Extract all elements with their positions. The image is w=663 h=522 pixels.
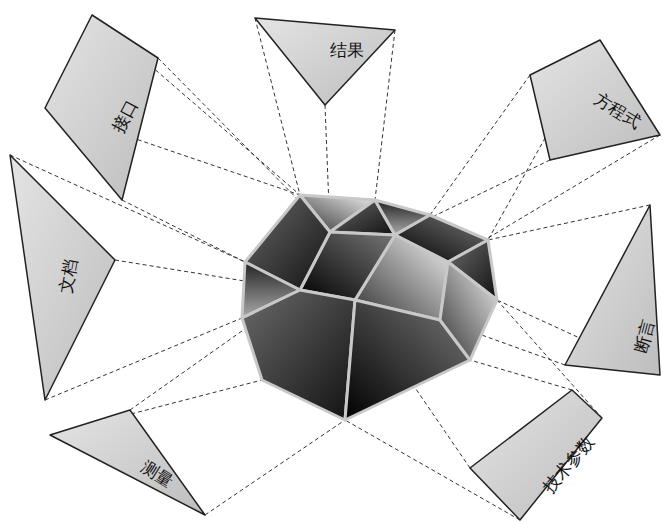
projection-panel: 技术参数	[470, 390, 602, 520]
panel-shape	[50, 410, 207, 517]
panel-label: 结果	[330, 42, 364, 59]
gem-facets	[242, 195, 497, 420]
projection-panel: 接口	[45, 15, 158, 200]
panel-shape	[45, 15, 160, 202]
projection-panel: 文档	[10, 155, 115, 400]
projection-panel: 方程式	[530, 40, 660, 160]
projection-panel: 测量	[50, 410, 205, 515]
projection-panel: 结果	[255, 18, 395, 105]
panel-shape	[255, 18, 397, 107]
projection-panel: 断言	[565, 205, 660, 375]
projection-lines	[10, 15, 660, 520]
